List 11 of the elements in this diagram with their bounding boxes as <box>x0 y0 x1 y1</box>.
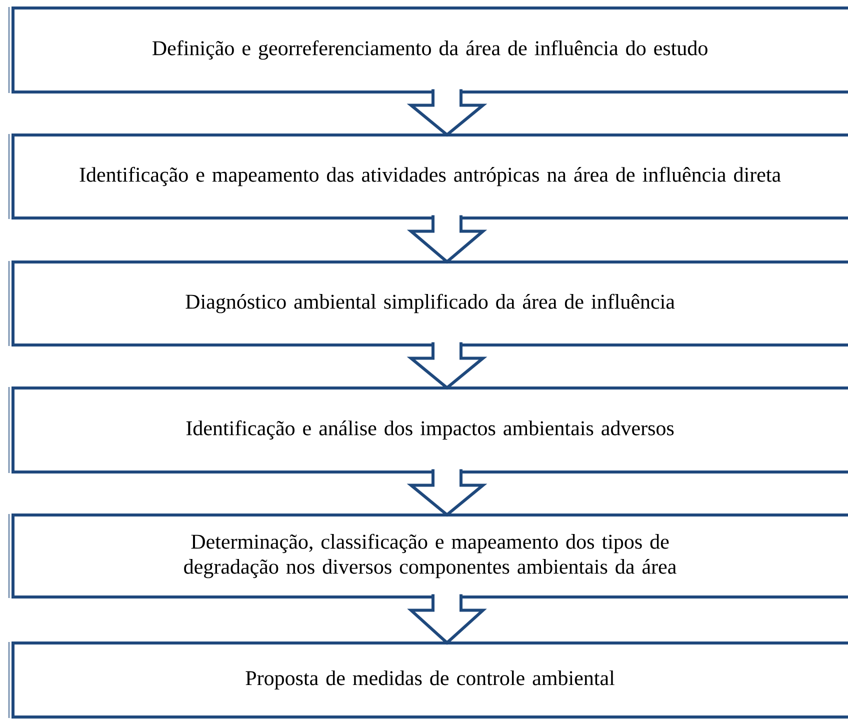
block-arrow <box>406 88 488 137</box>
process-box: Definição e georreferenciamento da área de influência do estudo <box>8 6 848 94</box>
process-box: Identificação e mapeamento das atividades antrópicas na área de influência direta <box>8 134 848 220</box>
block-arrow <box>407 592 487 645</box>
block-arrow <box>406 214 488 264</box>
process-box: Determinação, classificação e mapeamento dos tipos de degradação nos diversos componentes ambientais da área <box>8 514 848 598</box>
process-box: Diagnóstico ambiental simplificado da área de influência <box>8 260 848 346</box>
process-box: Proposta de medidas de controle ambiental <box>8 642 848 718</box>
process-box: Identificação e análise dos impactos ambientais adversos <box>8 386 848 474</box>
block-arrow <box>406 468 488 517</box>
block-arrow <box>406 340 488 390</box>
